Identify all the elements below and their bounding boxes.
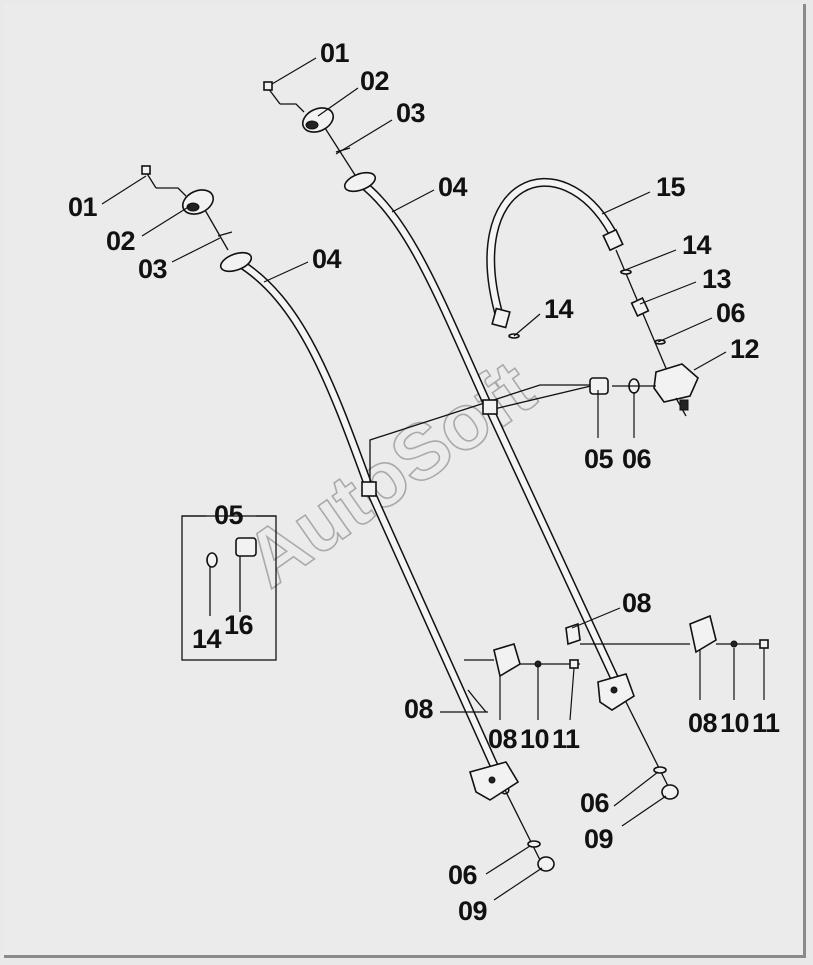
label-06-upper: 06 <box>716 298 746 328</box>
leader-lines <box>101 57 765 901</box>
label-08-left: 08 <box>404 694 434 724</box>
label-12: 12 <box>730 334 759 364</box>
label-09-lower-left: 09 <box>458 896 488 926</box>
label-14-inset: 14 <box>192 624 222 654</box>
watermark-text: AutoSoft <box>229 343 549 604</box>
label-02-left: 02 <box>106 226 135 256</box>
block-12 <box>653 363 699 417</box>
connection-lines <box>369 384 598 490</box>
hose-assembly <box>486 177 677 393</box>
label-13: 13 <box>702 264 732 294</box>
label-04-left: 04 <box>312 244 342 274</box>
label-03-center: 03 <box>396 98 426 128</box>
label-08-right: 08 <box>622 588 652 618</box>
label-10-right-group: 10 <box>720 708 749 738</box>
label-06-lower-right: 06 <box>580 788 610 818</box>
left-main-pipe <box>219 251 541 861</box>
part-labels: 01 02 03 04 01 02 03 04 15 14 13 06 12 1… <box>68 38 781 926</box>
tee-fittings <box>361 399 498 497</box>
label-08-left-group: 08 <box>488 724 518 754</box>
label-14-upper: 14 <box>682 230 712 260</box>
left-banjo-assembly <box>141 165 233 251</box>
label-06-lower-left: 06 <box>448 860 478 890</box>
lower-right-block <box>597 673 679 800</box>
label-09-lower-right: 09 <box>584 824 614 854</box>
label-10-left-group: 10 <box>520 724 549 754</box>
label-01-center: 01 <box>320 38 350 68</box>
label-03-left: 03 <box>138 254 168 284</box>
label-11-left-group: 11 <box>552 724 580 754</box>
lower-left-block <box>468 761 555 872</box>
label-11-right-group: 11 <box>752 708 780 738</box>
label-06-middle: 06 <box>622 444 652 474</box>
label-16-inset: 16 <box>224 610 254 640</box>
label-08-right-group: 08 <box>688 708 718 738</box>
inset-box <box>181 515 277 661</box>
label-04-center: 04 <box>438 172 468 202</box>
label-15: 15 <box>656 172 686 202</box>
center-banjo-assembly <box>263 81 356 176</box>
bracket-group-left <box>440 643 580 713</box>
label-02-center: 02 <box>360 66 389 96</box>
label-05-upper: 05 <box>584 444 614 474</box>
label-01-left: 01 <box>68 192 98 222</box>
label-14-hose: 14 <box>544 294 574 324</box>
label-05-inset: 05 <box>214 500 244 530</box>
fitting-05-upper <box>589 377 656 395</box>
bracket-group-right <box>565 614 769 654</box>
